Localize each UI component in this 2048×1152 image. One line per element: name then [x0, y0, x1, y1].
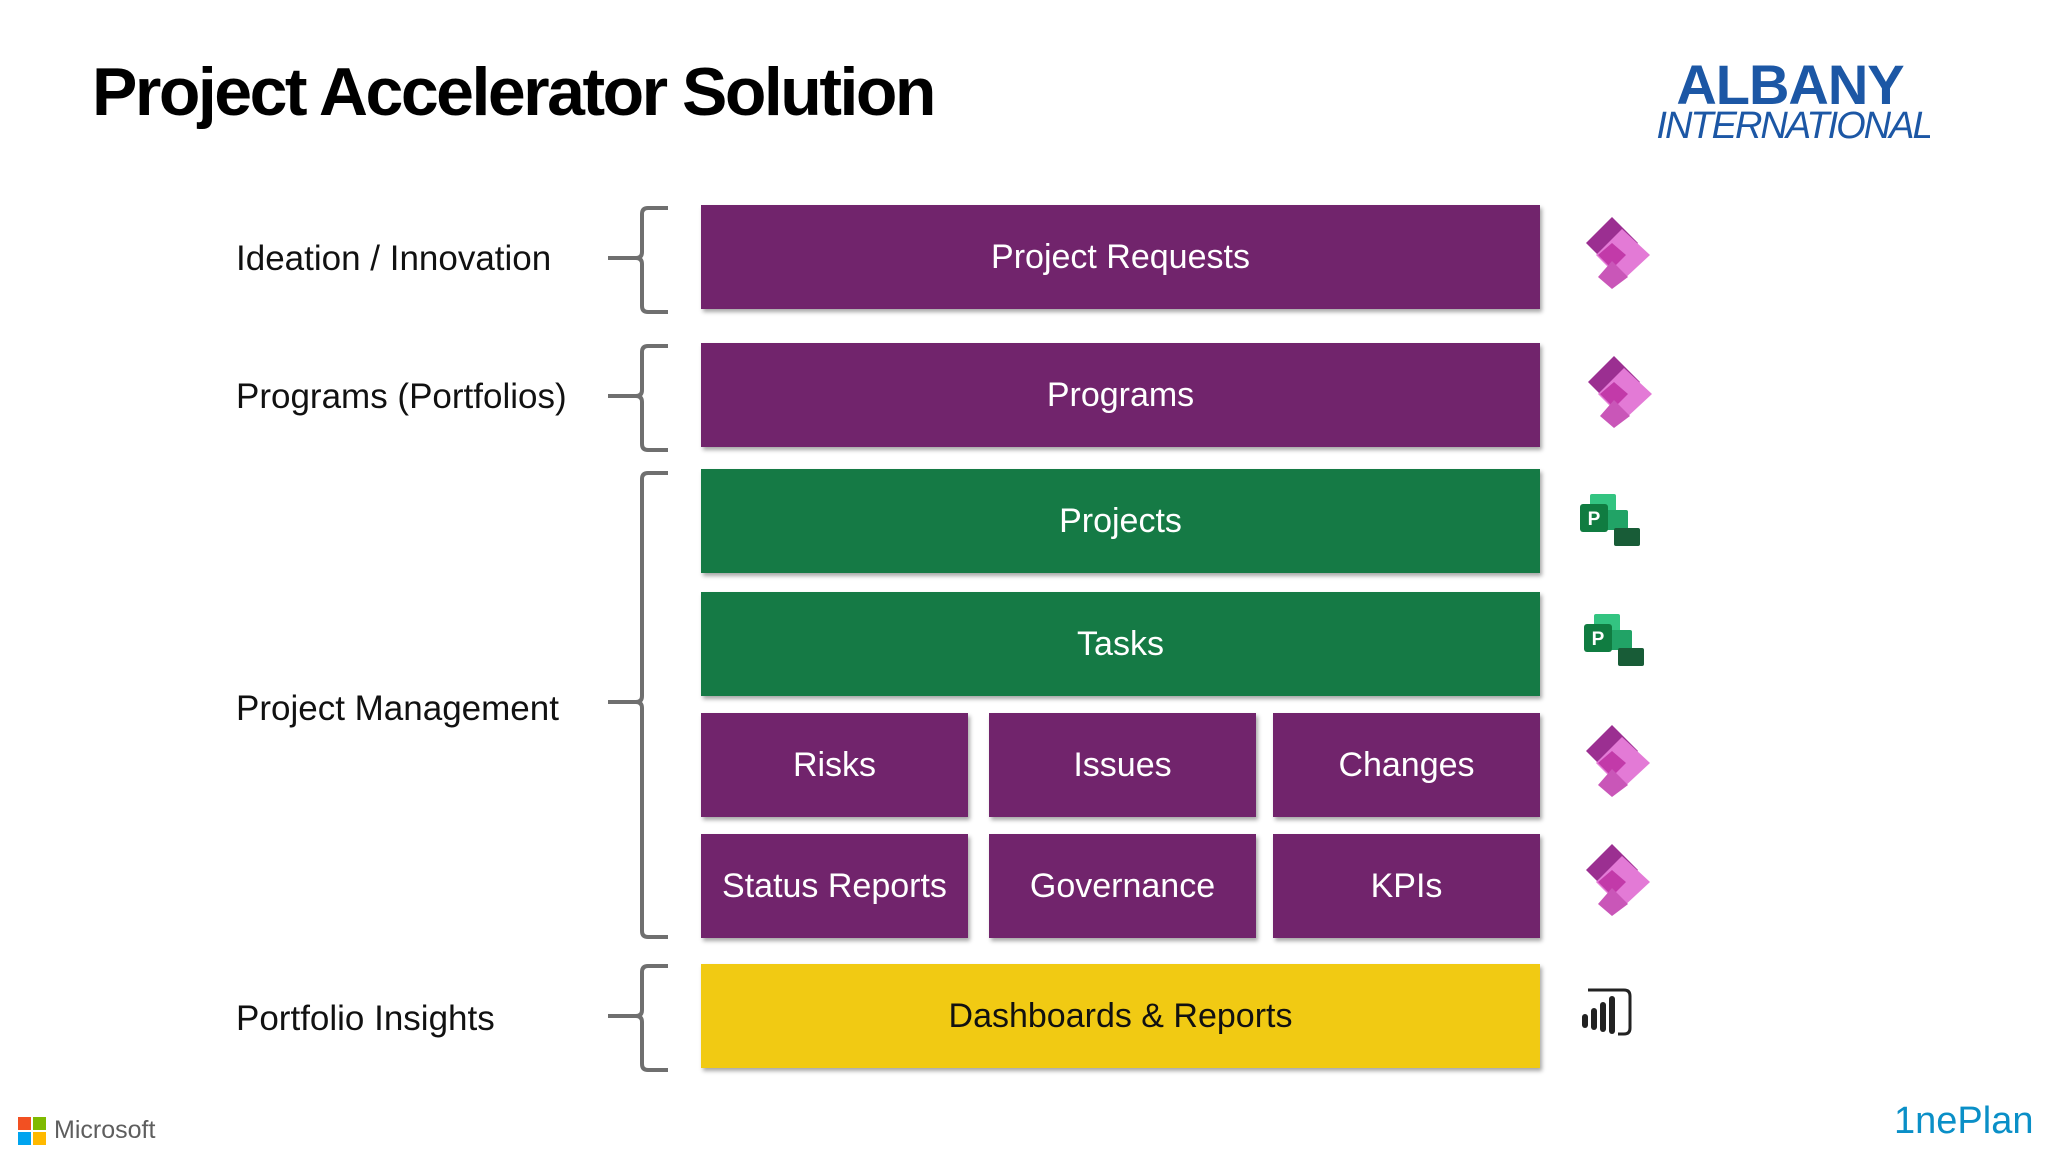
box-issues-label: Issues — [1073, 745, 1172, 784]
box-tasks-label: Tasks — [1077, 624, 1164, 663]
microsoft-logo: Microsoft — [18, 1116, 155, 1145]
box-programs: Programs — [701, 343, 1540, 447]
box-project-requests-label: Project Requests — [991, 237, 1250, 276]
power-apps-icon — [1578, 215, 1654, 291]
microsoft-wordmark: Microsoft — [54, 1116, 156, 1144]
box-status-reports: Status Reports — [701, 834, 968, 938]
box-dashboards-reports: Dashboards & Reports — [701, 964, 1540, 1068]
box-dashboards-reports-label: Dashboards & Reports — [948, 996, 1293, 1035]
box-status-reports-label: Status Reports — [722, 866, 947, 905]
box-governance-label: Governance — [1029, 866, 1216, 905]
brace-programs — [608, 343, 668, 453]
box-changes-label: Changes — [1338, 745, 1475, 784]
row-label-project-management: Project Management — [236, 689, 559, 728]
power-apps-icon — [1580, 354, 1656, 430]
box-risks: Risks — [701, 713, 968, 817]
oneplan-logo: 1nePlan — [1894, 1102, 2033, 1140]
box-governance: Governance — [989, 834, 1256, 938]
power-apps-icon — [1578, 723, 1654, 799]
albany-logo-line2: INTERNATIONAL — [1656, 105, 1930, 146]
box-projects: Projects — [701, 469, 1540, 573]
microsoft-project-icon: P — [1580, 494, 1640, 550]
box-kpis-label: KPIs — [1370, 866, 1443, 905]
slide-title: Project Accelerator Solution — [92, 54, 936, 130]
box-changes: Changes — [1273, 713, 1540, 817]
box-issues: Issues — [989, 713, 1256, 817]
svg-text:P: P — [1592, 629, 1605, 650]
microsoft-project-icon: P — [1584, 614, 1644, 670]
brace-ideation — [608, 205, 668, 315]
microsoft-windows-icon — [18, 1116, 46, 1145]
svg-text:P: P — [1588, 509, 1601, 530]
row-label-ideation: Ideation / Innovation — [236, 239, 552, 278]
box-project-requests: Project Requests — [701, 205, 1540, 309]
box-programs-label: Programs — [1046, 375, 1195, 414]
brace-project-management — [608, 470, 668, 940]
row-label-portfolio-insights: Portfolio Insights — [236, 999, 495, 1038]
albany-logo-line1: ALBANY — [1676, 56, 1904, 116]
box-risks-label: Risks — [792, 745, 877, 784]
box-kpis: KPIs — [1273, 834, 1540, 938]
box-tasks: Tasks — [701, 592, 1540, 696]
power-apps-icon — [1578, 842, 1654, 918]
oneplan-wordmark: 1nePlan — [1894, 1100, 2034, 1142]
power-bi-icon — [1574, 984, 1634, 1044]
albany-international-logo: ALBANY INTERNATIONAL — [1650, 56, 1930, 146]
box-projects-label: Projects — [1059, 501, 1182, 540]
brace-portfolio-insights — [608, 963, 668, 1073]
row-label-programs: Programs (Portfolios) — [236, 377, 567, 416]
